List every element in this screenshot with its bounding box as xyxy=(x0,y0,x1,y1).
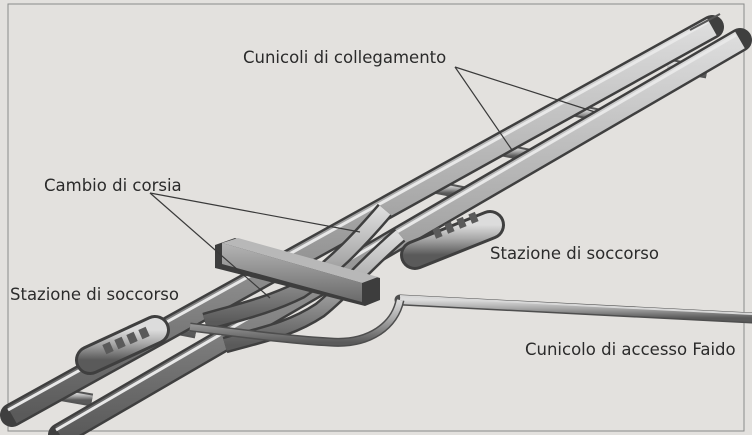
label-cross-passages: Cunicoli di collegamento xyxy=(243,50,446,67)
label-crossover: Cambio di corsia xyxy=(44,178,182,195)
leader-crosspassages-2 xyxy=(455,67,512,150)
leader-crossover-1 xyxy=(150,193,360,232)
emergency-station-west xyxy=(90,327,155,360)
leader-crosspassages-1 xyxy=(455,67,595,112)
access-tunnel-faido xyxy=(400,296,752,318)
label-station-east: Stazione di soccorso xyxy=(490,246,659,263)
label-access-tunnel: Cunicolo di accesso Faido xyxy=(525,342,736,359)
label-station-west: Stazione di soccorso xyxy=(10,287,179,304)
